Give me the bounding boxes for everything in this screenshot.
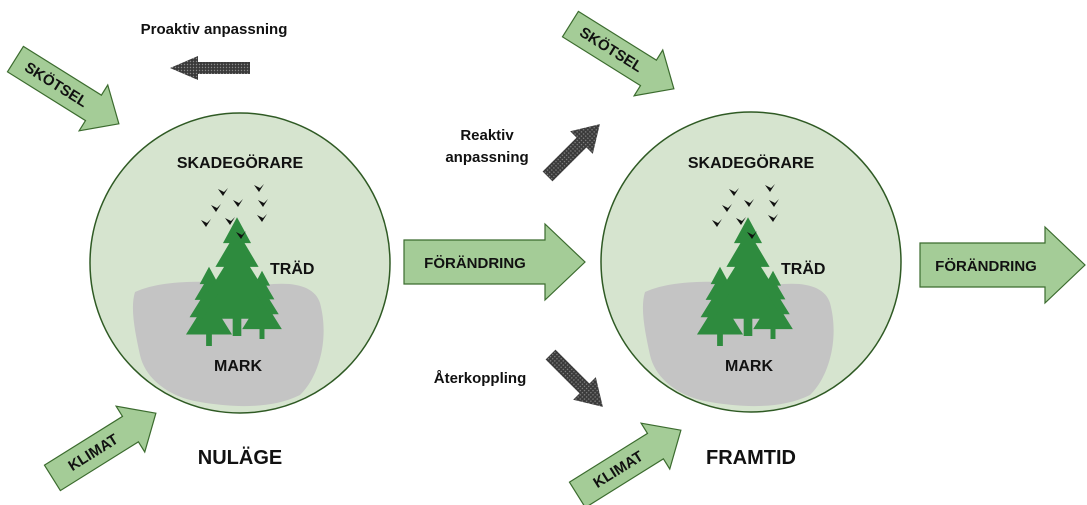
feedback-label: Återkoppling xyxy=(434,370,527,387)
pest-icon xyxy=(257,214,267,222)
proactive-label: Proaktiv anpassning xyxy=(141,21,288,38)
change-label-1: FÖRÄNDRING xyxy=(424,255,526,272)
ground-label-future: MARK xyxy=(725,358,773,375)
pest-marks-future xyxy=(712,184,779,239)
reactive-label-line2: anpassning xyxy=(445,149,528,166)
change-label-2: FÖRÄNDRING xyxy=(935,258,1037,275)
pest-icon xyxy=(211,204,221,212)
pest-icon xyxy=(225,217,235,225)
pest-icon xyxy=(254,184,264,192)
pest-icon xyxy=(218,188,228,196)
pest-icon xyxy=(722,204,732,212)
proactive-arrow xyxy=(170,56,250,80)
pest-icon xyxy=(712,219,722,227)
pest-icon xyxy=(233,199,243,207)
pest-icon xyxy=(201,219,211,227)
pest-icon xyxy=(729,188,739,196)
pest-icon xyxy=(236,231,246,239)
tree-label-future: TRÄD xyxy=(781,260,825,278)
scene-future: SKADEGÖRARE TRÄD MARK FRAMTID SKÖTSEL KL… xyxy=(561,10,902,505)
reactive-arrow xyxy=(542,124,600,182)
pest-icon xyxy=(747,231,757,239)
pest-icon xyxy=(769,199,779,207)
pests-label-current: SKADEGÖRARE xyxy=(177,153,304,172)
climate-arrow-current: KLIMAT xyxy=(43,405,157,492)
pest-icon xyxy=(258,199,268,207)
pests-label-future: SKADEGÖRARE xyxy=(688,153,815,172)
caption-future: FRAMTID xyxy=(706,447,796,469)
pest-icon xyxy=(765,184,775,192)
pest-icon xyxy=(736,217,746,225)
change-arrow-1: FÖRÄNDRING xyxy=(403,222,586,302)
reactive-label-line1: Reaktiv xyxy=(460,127,514,144)
ground-label-current: MARK xyxy=(214,358,262,375)
pest-marks-current xyxy=(201,184,268,239)
management-arrow-current: SKÖTSEL xyxy=(6,45,120,132)
feedback-arrow xyxy=(545,349,603,407)
pest-icon xyxy=(768,214,778,222)
change-arrow-2: FÖRÄNDRING xyxy=(919,225,1086,305)
caption-current: NULÄGE xyxy=(198,446,282,469)
tree-label-current: TRÄD xyxy=(270,260,314,278)
pest-icon xyxy=(744,199,754,207)
management-arrow-future: SKÖTSEL xyxy=(561,10,675,97)
scene-current: SKADEGÖRARE TRÄD MARK NULÄGE SKÖTSEL KLI… xyxy=(6,45,391,492)
climate-arrow-future: KLIMAT xyxy=(568,422,682,505)
